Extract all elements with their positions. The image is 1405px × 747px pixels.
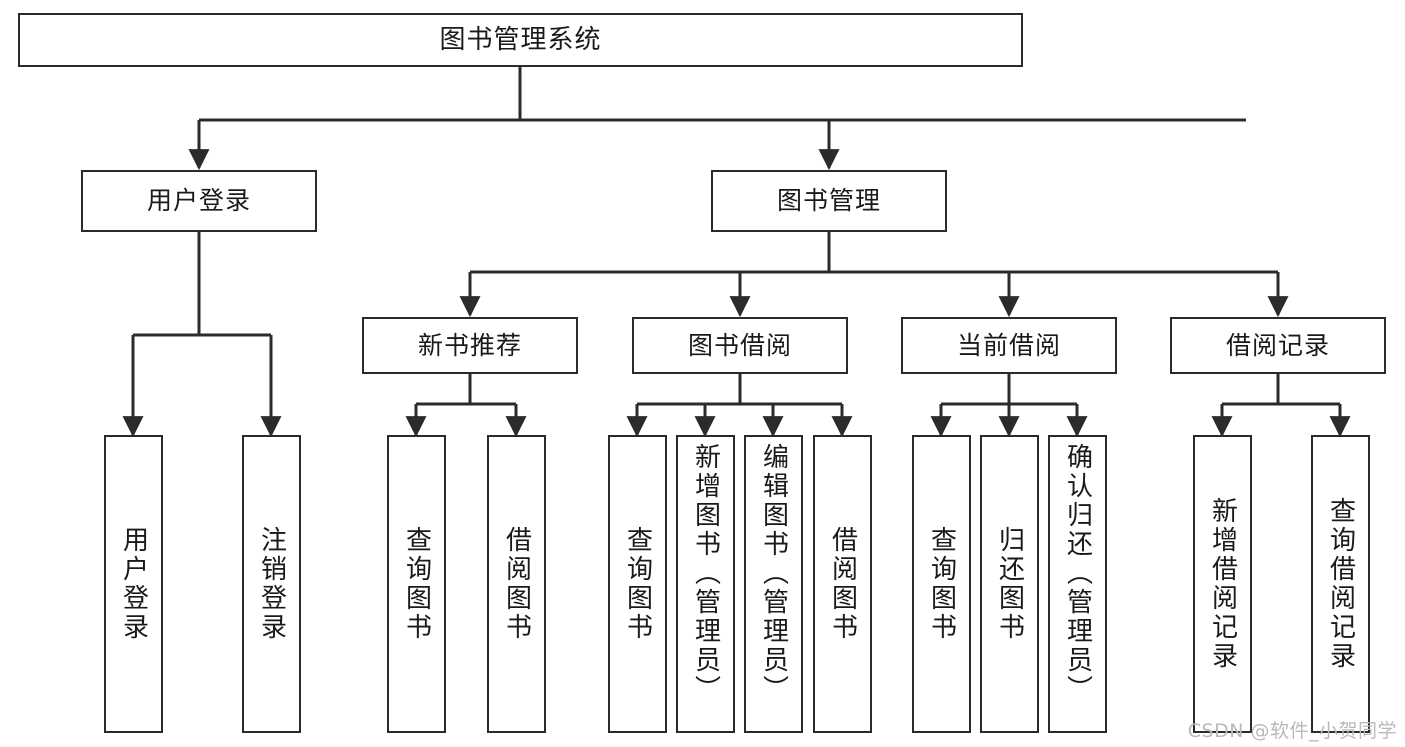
node-label: 图书管理系统 [439, 24, 602, 55]
node-leaf-query-book-1[interactable]: 查询图书 [387, 435, 446, 733]
node-label: 查询借阅记录 [1325, 497, 1356, 671]
node-leaf-edit-book[interactable]: 编辑图书（管理员） [744, 435, 803, 733]
node-label: 新增图书（管理员） [690, 443, 721, 704]
node-new-book-recommendation[interactable]: 新书推荐 [362, 317, 578, 374]
node-leaf-confirm-return[interactable]: 确认归还（管理员） [1048, 435, 1107, 733]
node-label: 借阅记录 [1225, 330, 1330, 360]
node-leaf-query-book-3[interactable]: 查询图书 [912, 435, 971, 733]
node-leaf-add-borrow-record[interactable]: 新增借阅记录 [1193, 435, 1252, 733]
csdn-watermark: CSDN @软件_小贺同学 [1187, 720, 1397, 742]
node-label: 新增借阅记录 [1207, 497, 1238, 671]
node-label: 查询图书 [926, 526, 957, 642]
node-label: 编辑图书（管理员） [758, 443, 789, 704]
node-label: 借阅图书 [827, 526, 858, 642]
node-label: 查询图书 [401, 526, 432, 642]
node-label: 图书借阅 [687, 330, 792, 360]
node-label: 归还图书 [994, 526, 1025, 642]
node-label: 用户登录 [118, 526, 149, 642]
node-leaf-return-book[interactable]: 归还图书 [980, 435, 1039, 733]
node-label: 查询图书 [622, 526, 653, 642]
node-borrow-record[interactable]: 借阅记录 [1170, 317, 1386, 374]
node-label: 注销登录 [256, 526, 287, 642]
node-label: 确认归还（管理员） [1062, 443, 1093, 704]
node-label: 新书推荐 [417, 330, 522, 360]
node-current-borrow[interactable]: 当前借阅 [901, 317, 1117, 374]
node-leaf-query-borrow-record[interactable]: 查询借阅记录 [1311, 435, 1370, 733]
node-label: 用户登录 [146, 186, 251, 216]
node-leaf-add-book[interactable]: 新增图书（管理员） [676, 435, 735, 733]
node-book-borrow[interactable]: 图书借阅 [632, 317, 848, 374]
node-label: 借阅图书 [501, 526, 532, 642]
node-user-login[interactable]: 用户登录 [81, 170, 317, 232]
node-label: 当前借阅 [956, 330, 1061, 360]
node-leaf-borrow-book-2[interactable]: 借阅图书 [813, 435, 872, 733]
node-book-manage[interactable]: 图书管理 [711, 170, 947, 232]
node-leaf-borrow-book-1[interactable]: 借阅图书 [487, 435, 546, 733]
node-root-book-management-system[interactable]: 图书管理系统 [18, 13, 1023, 67]
node-leaf-logout[interactable]: 注销登录 [242, 435, 301, 733]
node-label: 图书管理 [776, 186, 881, 216]
node-leaf-query-book-2[interactable]: 查询图书 [608, 435, 667, 733]
node-leaf-user-login[interactable]: 用户登录 [104, 435, 163, 733]
